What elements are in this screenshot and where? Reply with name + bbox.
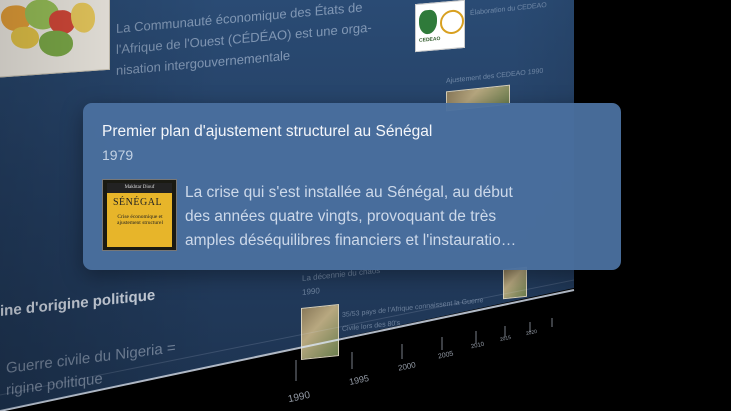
event-description: La crise qui s'est installée au Sénégal,… bbox=[185, 181, 605, 253]
lower-event-year: 1990 bbox=[302, 286, 320, 297]
axis-year: 2015 bbox=[499, 334, 512, 344]
axis-year: 1990 bbox=[287, 389, 312, 406]
lower-event-photo[interactable] bbox=[301, 304, 339, 360]
axis-year: 2010 bbox=[470, 341, 485, 351]
axis-year: 1995 bbox=[348, 373, 370, 387]
book-author: Makhtar Diouf bbox=[107, 183, 172, 193]
book-title: SÉNÉGAL bbox=[113, 197, 163, 208]
axis-year: 2020 bbox=[525, 328, 538, 338]
event-description-line: des années quatre vingts, provoquant de … bbox=[185, 208, 497, 225]
africa-map-thumbnail[interactable] bbox=[0, 0, 110, 79]
event-description-line: La crise qui s'est installée au Sénégal,… bbox=[185, 184, 513, 201]
axis-year: 2005 bbox=[437, 350, 455, 361]
logo-caption: CEDEAO bbox=[419, 35, 441, 44]
axis-year: 2000 bbox=[397, 360, 417, 373]
book-cover-image[interactable]: Makhtar Diouf SÉNÉGAL Crise économique e… bbox=[102, 179, 177, 251]
event-card[interactable]: Premier plan d'ajustement structurel au … bbox=[83, 103, 621, 270]
book-cover: Makhtar Diouf SÉNÉGAL Crise économique e… bbox=[107, 183, 172, 247]
event-description-line: amples déséquilibres financiers et l'ins… bbox=[185, 232, 517, 249]
ecowas-logo[interactable]: CEDEAO bbox=[415, 0, 465, 53]
event-title: Premier plan d'ajustement structurel au … bbox=[102, 123, 433, 140]
book-subtitle: Crise économique et ajustement structure… bbox=[117, 214, 163, 226]
event-year: 1979 bbox=[102, 147, 134, 163]
right-event-photo[interactable] bbox=[503, 266, 527, 300]
